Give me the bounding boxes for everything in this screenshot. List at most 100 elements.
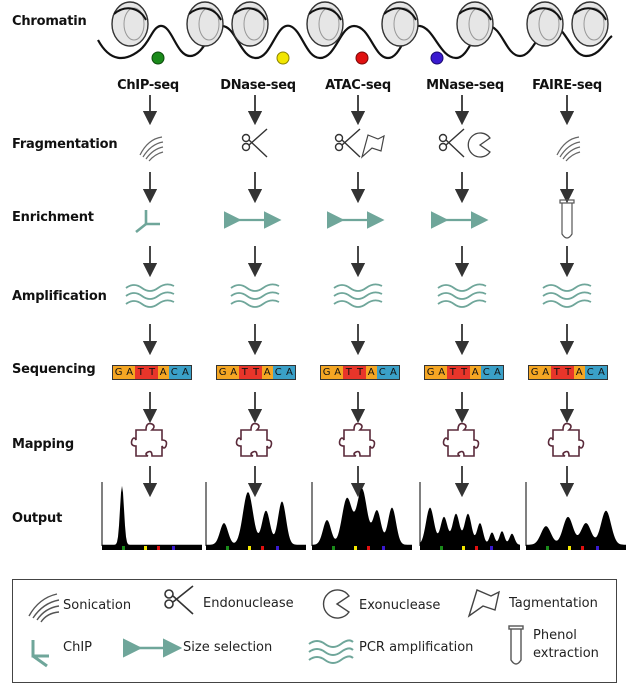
sequence-letter: T [458, 366, 470, 379]
sequence-letter: A [261, 366, 273, 379]
output-marker [382, 546, 385, 550]
legend-pcr-label: PCR amplification [359, 640, 474, 655]
output-marker [546, 546, 549, 550]
pcr-icon [542, 283, 592, 308]
exonuclease-icon [322, 589, 350, 619]
output-baseline [526, 546, 626, 550]
sequence-letter: A [436, 366, 448, 379]
output-peak [312, 488, 412, 546]
sequence-letter: T [551, 366, 563, 379]
sequence-letter: C [480, 366, 492, 379]
sequence-letter: A [283, 366, 295, 379]
output-marker [490, 546, 493, 550]
sonication-icon [556, 136, 581, 162]
exonuclease-icon [467, 132, 491, 158]
output-marker [596, 546, 599, 550]
nucleosome-icon [526, 1, 564, 47]
legend-endonuclease-label: Endonuclease [203, 596, 294, 611]
puzzle-icon [130, 422, 168, 457]
sequence-letter: A [157, 366, 169, 379]
scissors-icon [438, 128, 465, 158]
puzzle-icon [442, 422, 480, 457]
output-marker [367, 546, 370, 550]
legend-box: Sonication Endonuclease Exonuclease Tagm… [12, 579, 617, 683]
output-baseline [420, 546, 520, 550]
method-dnase-seq: DNase-seq [220, 78, 296, 93]
marker-yellow [276, 51, 290, 65]
legend-exonuclease-label: Exonuclease [359, 598, 441, 613]
sequence-letter: G [529, 366, 541, 379]
scissors-icon [241, 128, 268, 158]
nucleosome-icon [571, 1, 609, 47]
sequence-letter: C [376, 366, 388, 379]
stage-label-enrichment: Enrichment [12, 210, 94, 225]
nucleosome-icon [186, 1, 224, 47]
output-marker [226, 546, 229, 550]
output-marker [144, 546, 147, 550]
output-marker [581, 546, 584, 550]
sequence-letter: G [425, 366, 437, 379]
sequence-letter: A [332, 366, 344, 379]
sequence-letter: T [562, 366, 574, 379]
legend-sonication-label: Sonication [63, 598, 132, 613]
sonication-icon [28, 593, 60, 623]
chip-icon [31, 640, 49, 668]
puzzle-icon [547, 422, 585, 457]
output-marker [462, 546, 465, 550]
tagmentation-icon [360, 134, 385, 159]
output-baseline [206, 546, 306, 550]
puzzle-icon [338, 422, 376, 457]
pcr-icon [125, 283, 175, 308]
output-marker [172, 546, 175, 550]
method-chip-seq: ChIP-seq [117, 78, 179, 93]
sequence-letter: G [113, 366, 125, 379]
sequence-letter: T [343, 366, 355, 379]
sequence-letter: A [540, 366, 552, 379]
legend-chip-label: ChIP [63, 640, 92, 655]
stage-label-chromatin: Chromatin [12, 14, 87, 29]
stage-label-output: Output [12, 511, 63, 526]
output-peak [102, 485, 202, 546]
sequence-letter: A [387, 366, 399, 379]
tube-icon [559, 199, 575, 239]
output-marker [122, 546, 125, 550]
sequence-letter: C [272, 366, 284, 379]
marker-red [355, 51, 369, 65]
sequence-letter: C [168, 366, 180, 379]
method-atac-seq: ATAC-seq [325, 78, 391, 93]
sequence-letter: A [228, 366, 240, 379]
output-marker [568, 546, 571, 550]
nucleosome-icon [306, 1, 344, 47]
output-peak [420, 507, 520, 546]
scissors-icon [334, 128, 361, 158]
sequence-letter: A [124, 366, 136, 379]
sequence-letter: T [135, 366, 147, 379]
method-faire-seq: FAIRE-seq [532, 78, 602, 93]
nucleosome-icon [381, 1, 419, 47]
pcr-icon [230, 283, 280, 308]
output-marker [157, 546, 160, 550]
sequence-letter: A [491, 366, 503, 379]
output-baseline [312, 546, 412, 550]
workflow-grid [125, 95, 592, 498]
output-profiles [101, 482, 626, 550]
sequence-letter: A [595, 366, 607, 379]
output-peak [206, 492, 306, 546]
pcr-icon [333, 283, 383, 308]
marker-green [151, 51, 165, 65]
legend-icons [28, 585, 524, 668]
nucleosome-icon [456, 1, 494, 47]
chromatin-illustration [97, 1, 613, 65]
scissors-icon [164, 585, 194, 615]
sonication-icon [139, 136, 164, 162]
tube-icon [508, 625, 524, 665]
chip-icon [135, 210, 160, 234]
sequence-letter: A [469, 366, 481, 379]
sequence-letter: G [217, 366, 229, 379]
pcr-icon [437, 283, 487, 308]
